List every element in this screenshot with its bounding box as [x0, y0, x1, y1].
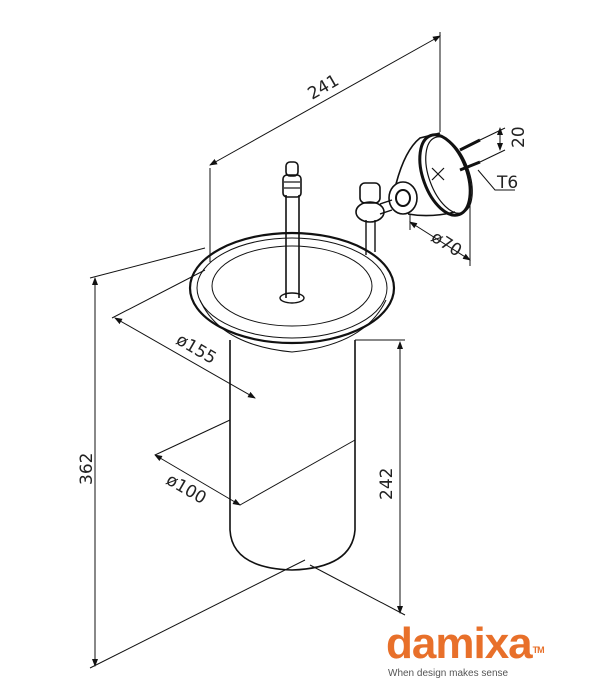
wall-mount [388, 132, 481, 217]
brand-name: damixa [386, 619, 533, 668]
brand-logo: damixaTM When design makes sense [386, 619, 545, 680]
dim-mount-diameter: ø70 [427, 227, 465, 261]
dim-height-362: 362 [77, 453, 97, 485]
dim-container-height: 242 [377, 468, 397, 500]
wall-arm [355, 182, 393, 255]
dim-container-diameter: ø100 [163, 470, 210, 509]
trademark: TM [532, 645, 545, 655]
dim-screw-size: T6 [496, 173, 518, 193]
dim-bowl-diameter: ø155 [173, 330, 220, 369]
dim-screw-spacing: 20 [509, 126, 529, 148]
brand-tagline: When design makes sense [388, 668, 509, 679]
dim-width-241: 241 [305, 71, 343, 105]
brush-handle [279, 161, 305, 304]
container-cylinder [229, 340, 356, 571]
dimension-lines [89, 32, 515, 669]
